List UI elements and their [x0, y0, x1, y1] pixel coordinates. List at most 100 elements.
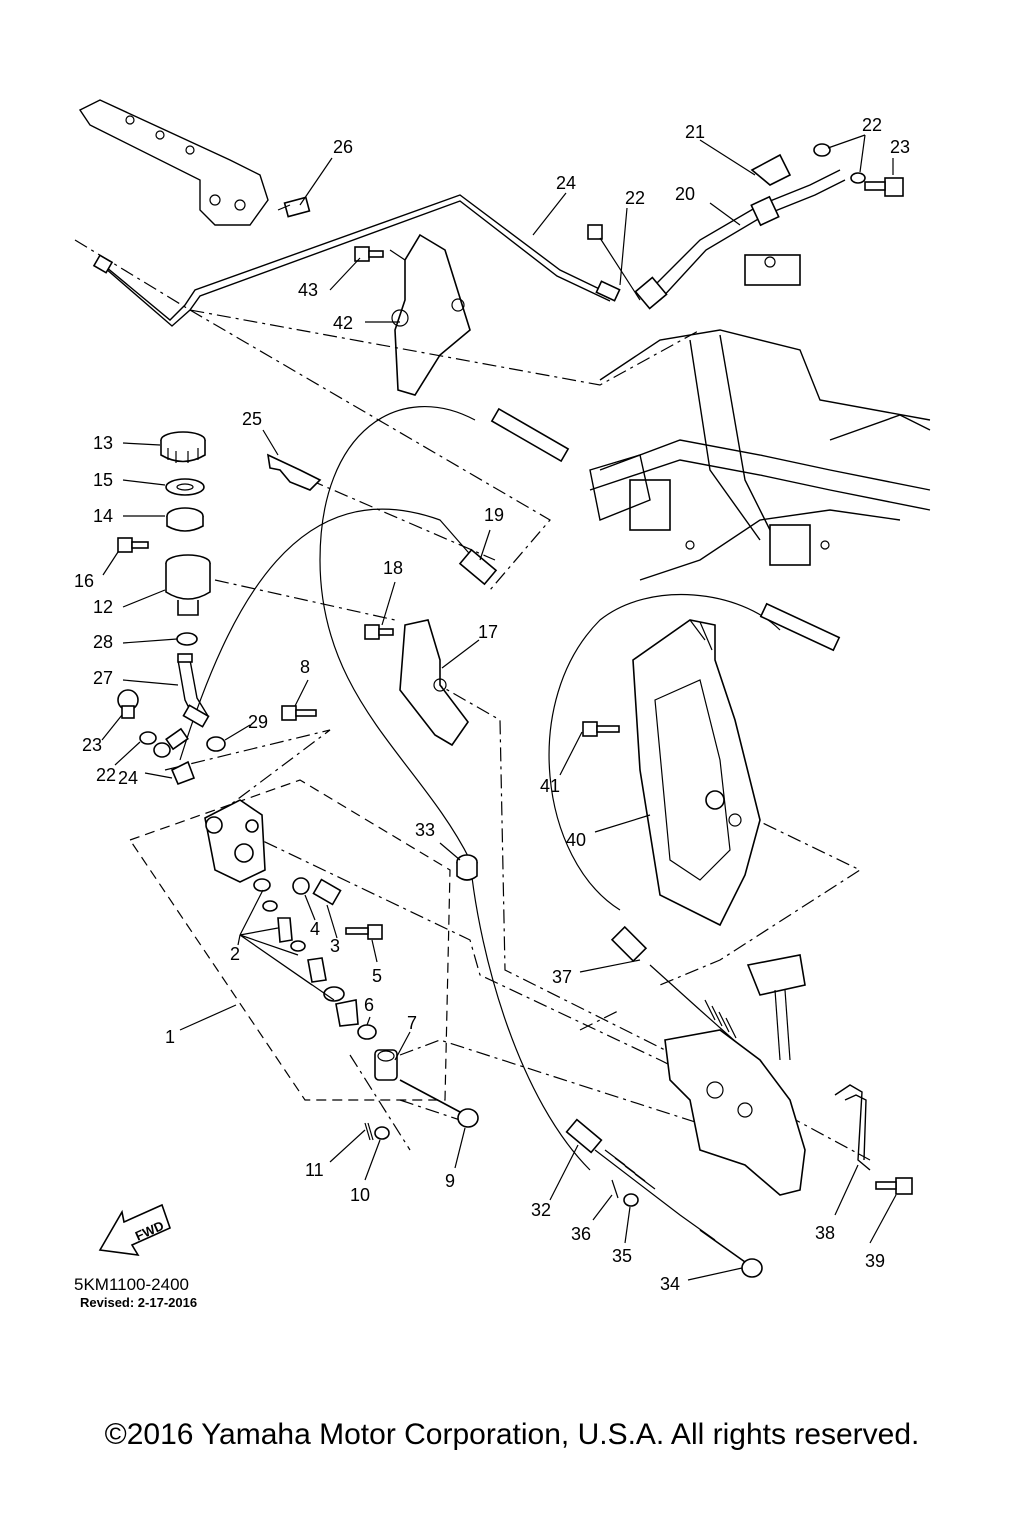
union-bolt-22-top [864, 177, 904, 197]
bolt-39 [875, 1177, 913, 1195]
cotter-pin-36 [611, 1179, 619, 1199]
heel-guard-40 [632, 619, 761, 927]
callout-5: 5 [372, 966, 382, 986]
bolt-43 [354, 246, 384, 262]
grommet-33 [456, 854, 478, 881]
washer-23-left [139, 731, 157, 745]
callout-4: 4 [310, 919, 320, 939]
bolt-41 [582, 721, 620, 737]
callout-31: 29 [248, 712, 268, 732]
spring-hook-38 [834, 1084, 871, 1171]
cable-loops [179, 405, 781, 1171]
callout-32: 32 [531, 1200, 551, 1220]
callout-41: 41 [540, 776, 560, 796]
bolt-18 [364, 624, 394, 640]
callout-20: 20 [675, 184, 695, 204]
hose-guard [389, 233, 471, 396]
hose-clip-30 [176, 632, 198, 646]
master-cylinder-assembly [129, 779, 451, 1101]
reservoir-12 [165, 554, 211, 616]
callout-35: 35 [612, 1246, 632, 1266]
callout-24: 24 [118, 768, 138, 788]
callout-6: 6 [364, 995, 374, 1015]
callout-26: 24 [556, 173, 576, 193]
callout-23-left: 22 [96, 765, 116, 785]
cable-joint-19 [458, 548, 498, 586]
callout-28: 26 [333, 137, 353, 157]
callout-39: 39 [865, 1251, 885, 1271]
callout-38: 38 [815, 1223, 835, 1243]
bolt-8 [281, 705, 317, 721]
union-bolt-22-left [117, 689, 139, 719]
hose-clamp-21 [750, 153, 792, 186]
cotter-pin-11 [364, 1122, 374, 1141]
callout-2: 2 [230, 944, 240, 964]
callout-labels: 26 24 22 20 21 22 23 43 42 25 13 15 14 1… [74, 115, 910, 1294]
callout-3: 3 [330, 936, 340, 956]
callout-33: 33 [415, 820, 435, 840]
clamp-31 [206, 736, 226, 752]
callout-21: 21 [685, 122, 705, 142]
brake-hose [634, 169, 846, 310]
pipe-clamp-28 [277, 196, 311, 218]
callout-43: 43 [298, 280, 318, 300]
callout-37: 37 [552, 967, 572, 987]
callout-27: 25 [242, 409, 262, 429]
callout-9: 9 [445, 1171, 455, 1191]
reservoir-hose-29 [177, 653, 210, 728]
callout-12: 12 [93, 597, 113, 617]
clip-24 [170, 760, 196, 786]
pin-34 [699, 1229, 763, 1278]
callout-18: 18 [383, 558, 403, 578]
copyright-notice: ©2016 Yamaha Motor Corporation, U.S.A. A… [104, 1418, 920, 1451]
joint-7 [374, 1049, 398, 1081]
callout-42: 42 [333, 313, 353, 333]
callout-16: 16 [74, 571, 94, 591]
callout-25: 22 [625, 188, 645, 208]
callout-13: 13 [93, 433, 113, 453]
fitting-3 [312, 878, 342, 906]
fitting-left [153, 727, 189, 758]
callout-19: 19 [484, 505, 504, 525]
cable-end-upper [490, 407, 841, 652]
pin-9 [399, 1079, 479, 1128]
frame-bracket-upper-left [78, 99, 269, 226]
callout-14: 14 [93, 506, 113, 526]
washer-10 [374, 1126, 390, 1140]
washer-35 [623, 1193, 639, 1207]
lower-cable-32 [565, 1118, 716, 1241]
piston-kit-2 [253, 878, 359, 1027]
callout-30: 28 [93, 632, 113, 652]
nut-6 [357, 1024, 377, 1040]
bolt-25 [587, 224, 641, 301]
callout-17: 17 [478, 622, 498, 642]
brake-pedal [664, 954, 806, 1196]
washers-23 [813, 143, 866, 184]
assembly-lines [74, 239, 871, 1161]
bracket-17 [399, 619, 469, 747]
main-frame-right [589, 254, 931, 581]
callout-8: 8 [300, 657, 310, 677]
o-ring-4 [292, 877, 310, 895]
diagram-revision-date: Revised: 2-17-2016 [80, 1295, 198, 1310]
callout-36: 36 [571, 1224, 591, 1244]
bolt-16 [117, 537, 149, 553]
callout-leaders [101, 134, 897, 1281]
callout-7: 7 [407, 1013, 417, 1033]
callout-29: 27 [93, 668, 113, 688]
callout-22-left: 23 [82, 735, 102, 755]
callout-11: 11 [305, 1160, 324, 1180]
callout-10: 10 [350, 1185, 370, 1205]
cable-holder-27 [266, 453, 322, 491]
rod-spring-37 [610, 925, 746, 1051]
callout-34: 34 [660, 1274, 680, 1294]
callout-15: 15 [93, 470, 113, 490]
bolt-5 [345, 924, 383, 940]
reservoir-cap-13 [160, 431, 206, 463]
diagram-code: 5KM1100-2400 [74, 1275, 189, 1294]
callout-23-top: 22 [862, 115, 882, 135]
fwd-arrow-icon: FWD [98, 1203, 171, 1257]
diaphragm-15 [165, 478, 205, 496]
callout-1: 1 [165, 1027, 175, 1047]
